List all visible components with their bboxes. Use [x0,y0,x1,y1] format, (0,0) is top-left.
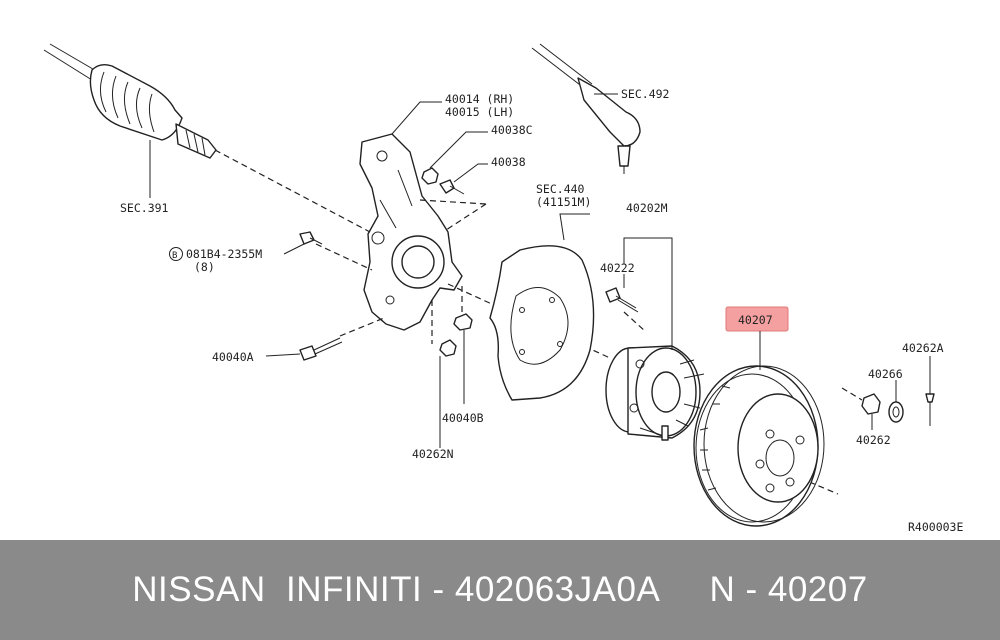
wheel-hub-assembly [605,345,705,441]
label-40262a: 40262A [902,341,944,355]
label-40262: 40262 [856,433,891,447]
label-40038: 40038 [491,155,526,169]
label-knuckle-rh: 40014 (RH) [445,92,514,106]
bolt-081b4 [299,231,323,245]
footer-text: NISSAN INFINITI - 402063JA0A N - 40207 [132,570,868,609]
nut-40040b [453,313,473,331]
label-40202m: 40202M [626,201,668,215]
bolt-40038 [439,179,465,195]
bolt-marker: B [169,247,183,261]
label-081b4: 081B4-2355M [186,247,262,261]
label-40207: 40207 [738,313,773,327]
label-40040a: 40040A [212,350,254,364]
tie-rod-end [531,43,641,174]
brake-dust-shield [489,245,595,401]
drive-shaft [43,43,217,198]
label-bolt-qty: (8) [194,260,215,274]
steering-knuckle [359,133,463,331]
part-number-footer: NISSAN INFINITI - 402063JA0A N - 40207 [0,540,1000,640]
stud-40262a [925,368,935,426]
label-40038c: 40038C [491,123,533,137]
nut-40262n [439,339,457,357]
label-sec440: SEC.440 [536,182,585,196]
nut-40038c [421,167,439,185]
svg-text:B: B [172,251,177,261]
diagram-reference-code: R400003E [908,520,963,534]
label-40266: 40266 [868,367,903,381]
highlight-40207 [725,306,789,332]
label-knuckle-lh: 40015 (LH) [445,105,514,119]
label-sec492: SEC.492 [621,87,669,101]
brake-disc-rotor [693,365,825,527]
nut-40262 [861,393,881,415]
label-40040b: 40040B [442,411,484,425]
label-40222: 40222 [600,261,635,275]
label-sec391: SEC.391 [120,201,169,215]
label-sec440-sub: (41151M) [536,195,591,209]
bolt-40040a [299,337,343,361]
bolt-40222 [605,287,639,313]
label-40262n: 40262N [412,447,454,461]
exploded-parts-diagram: SEC.391 40014 (RH) 40015 (LH) 40038C 400… [43,43,963,534]
washer-40266 [888,401,904,423]
